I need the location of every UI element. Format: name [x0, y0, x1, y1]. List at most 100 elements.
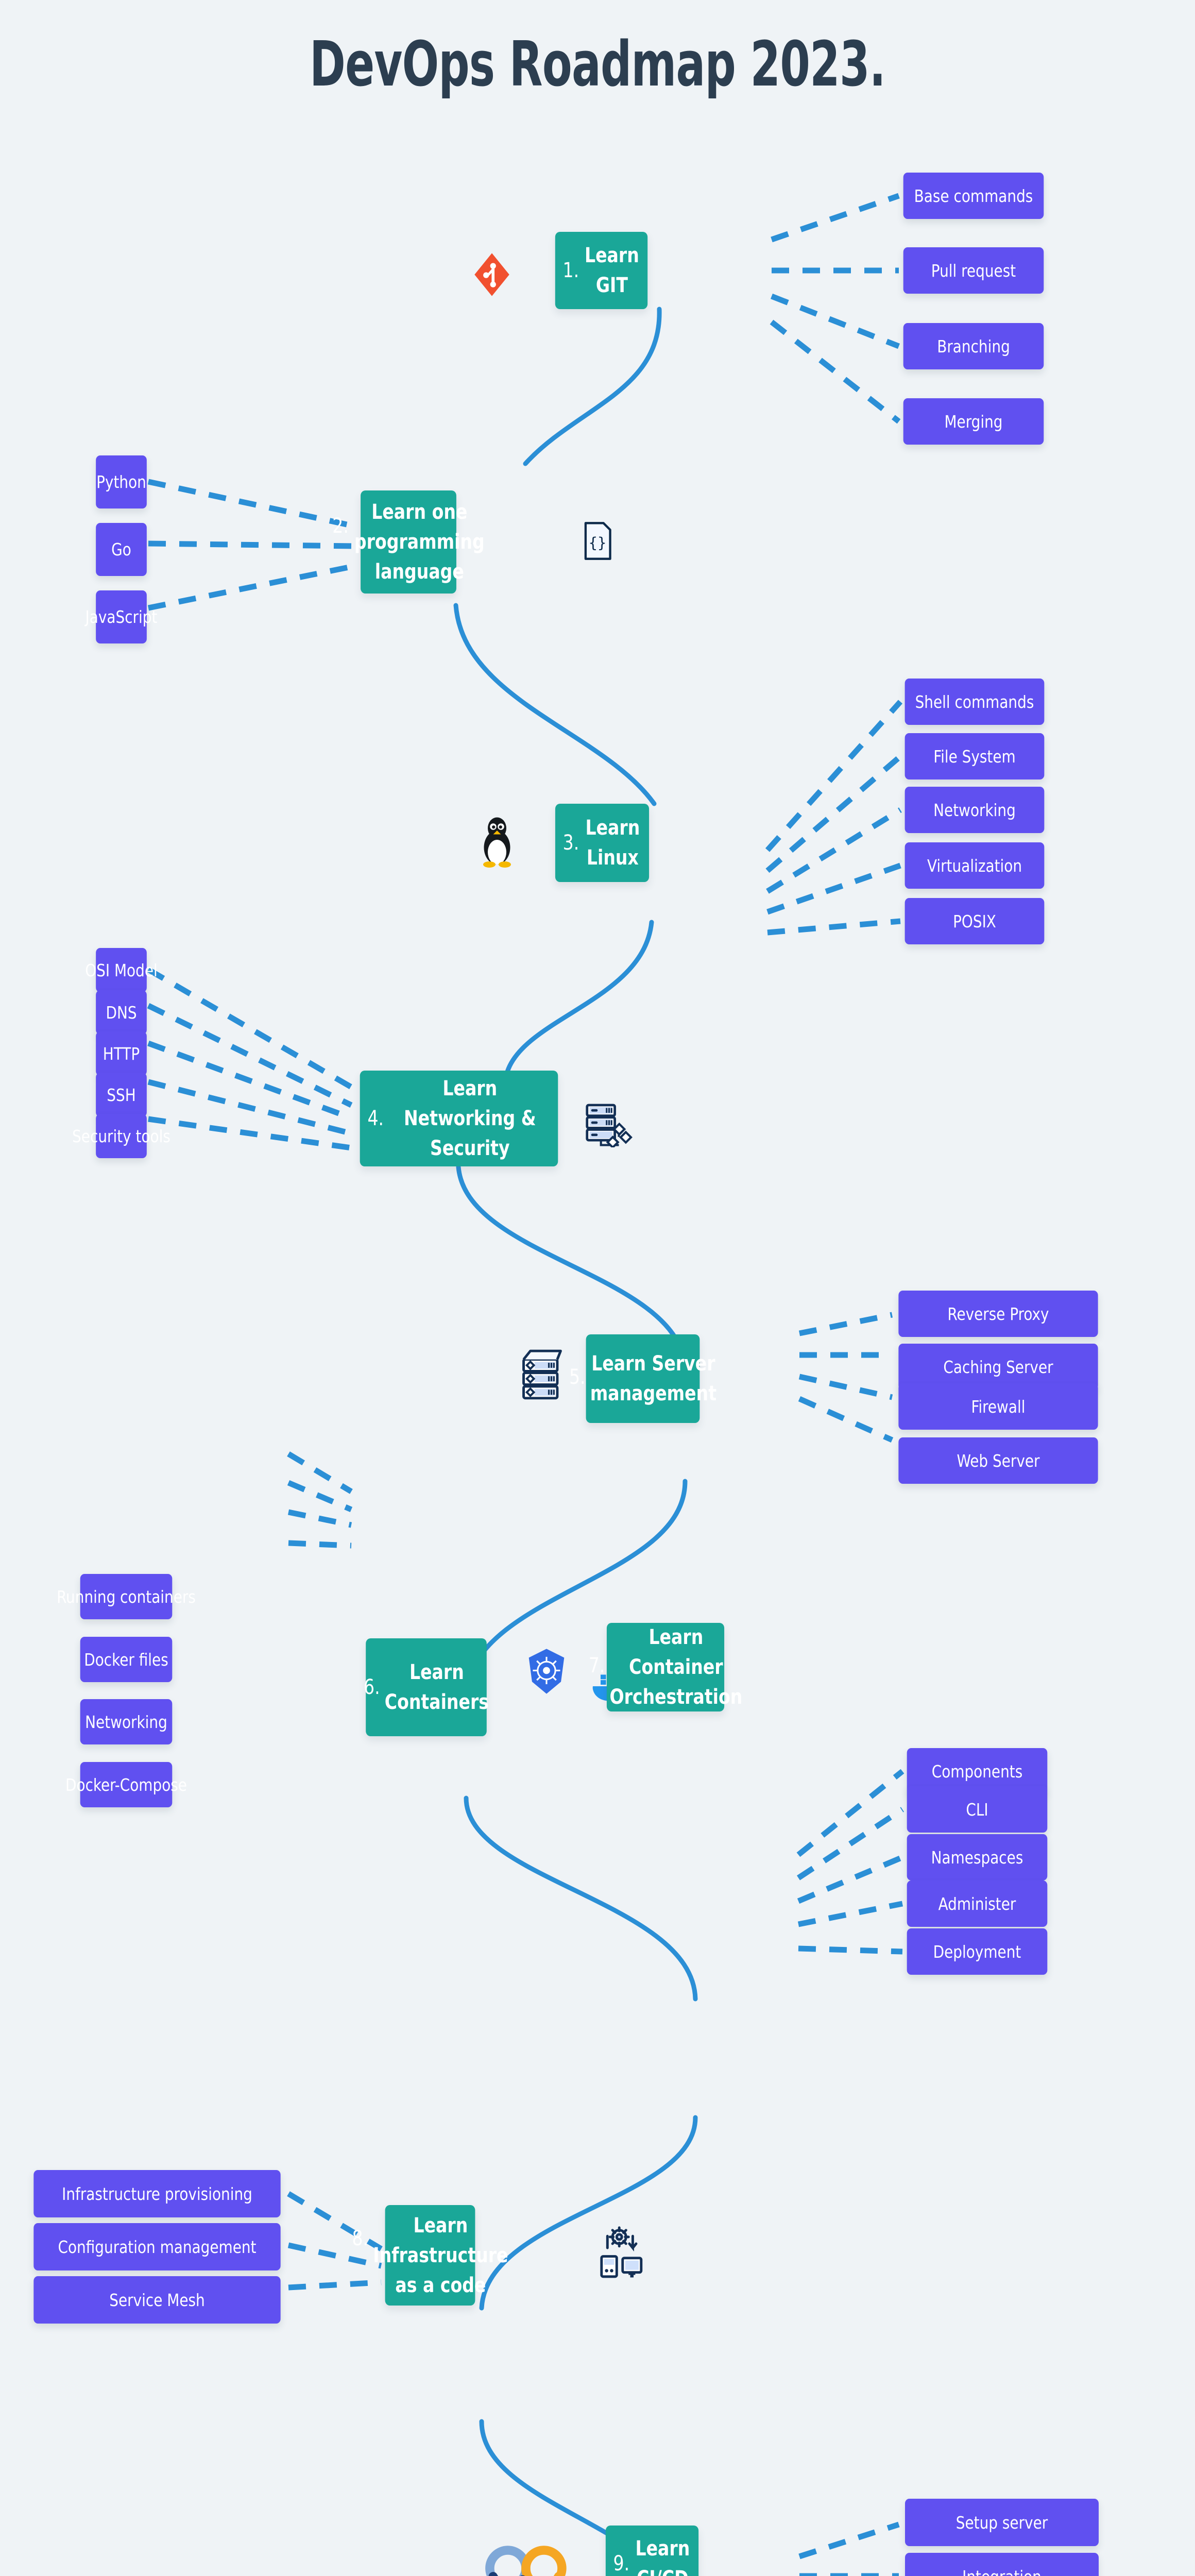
page-title: DevOps Roadmap 2023. — [310, 29, 886, 100]
leaf-label: Running containers — [57, 1586, 196, 1607]
leaf-label: Service Mesh — [109, 2290, 205, 2310]
leaf-chip[interactable]: Virtualization — [904, 842, 1045, 889]
leaf-chip[interactable]: Configuration management — [33, 2223, 281, 2270]
step-node-3[interactable]: 3. Learn Linux — [555, 804, 650, 882]
leaf-label: Base commands — [914, 185, 1033, 206]
leaf-chip[interactable]: Docker files — [80, 1637, 173, 1682]
leaf-chip[interactable]: Caching Server — [898, 1344, 1098, 1390]
leaf-label: POSIX — [953, 911, 996, 931]
leaf-label: DNS — [106, 1002, 137, 1023]
leaf-chip[interactable]: Integration — [905, 2553, 1099, 2576]
leaf-label: Virtualization — [927, 855, 1022, 876]
leaf-chip[interactable]: HTTP — [96, 1031, 147, 1076]
leaf-chip[interactable]: CLI — [907, 1786, 1048, 1833]
leaf-chip[interactable]: Security tools — [72, 1114, 170, 1158]
infrastructure-gear-icon — [596, 2226, 645, 2280]
leaf-label: Python — [96, 472, 146, 492]
leaf-label: Docker-Compose — [65, 1774, 187, 1795]
step-label: Learn one programming language — [354, 500, 485, 584]
leaf-label: Infrastructure provisioning — [62, 2183, 252, 2204]
leaf-label: Reverse Proxy — [947, 1303, 1049, 1324]
leaf-label: Shell commands — [915, 691, 1034, 712]
leaf-chip[interactable]: Shell commands — [904, 679, 1045, 725]
leaf-chip[interactable]: File System — [904, 733, 1045, 779]
leaf-chip[interactable]: Merging — [903, 398, 1044, 445]
leaf-label: Pull request — [931, 260, 1016, 281]
step-node-7[interactable]: 7. Learn Container Orchestration — [589, 1623, 742, 1711]
step-node-6[interactable]: 6. Learn Containers — [364, 1638, 489, 1736]
step-label: Learn Container Orchestration — [609, 1625, 743, 1709]
leaf-label: File System — [933, 746, 1016, 767]
leaf-chip[interactable]: Web Server — [898, 1437, 1098, 1484]
leaf-label: CLI — [966, 1799, 988, 1820]
leaf-chip[interactable]: Administer — [907, 1880, 1048, 1927]
leaf-label: Docker files — [84, 1649, 168, 1670]
step-number: 9. — [613, 2552, 630, 2575]
step-label: Learn Networking & Security — [403, 1077, 536, 1160]
leaf-label: JavaScript — [85, 607, 158, 627]
step-label: Learn CI/CD — [635, 2537, 690, 2576]
leaf-chip[interactable]: Branching — [903, 323, 1044, 369]
step-node-2[interactable]: 2. Learn one programming language — [332, 490, 485, 594]
leaf-label: Components — [931, 1761, 1023, 1782]
leaf-chip[interactable]: OSI Model — [85, 948, 158, 992]
step-label: Learn Infrastructure as a code — [373, 2213, 508, 2297]
leaf-label: Merging — [944, 411, 1003, 432]
step-number: 8. — [352, 2227, 369, 2250]
step-number: 4. — [367, 1107, 384, 1130]
leaf-chip[interactable]: POSIX — [904, 898, 1045, 944]
leaf-chip[interactable]: Networking — [80, 1699, 173, 1744]
leaf-label: Networking — [85, 1711, 167, 1732]
step-node-4[interactable]: 4. Learn Networking & Security — [360, 1071, 558, 1166]
step-node-5[interactable]: 5. Learn Server management — [569, 1334, 716, 1423]
leaf-chip[interactable]: Go — [96, 523, 147, 576]
step-node-1[interactable]: 1. Learn GIT — [555, 232, 648, 309]
leaf-chip[interactable]: Running containers — [57, 1574, 196, 1619]
leaf-chip[interactable]: Networking — [904, 787, 1045, 833]
leaf-label: OSI Model — [85, 960, 158, 980]
leaf-chip[interactable]: Deployment — [907, 1928, 1048, 1975]
step-label: Learn Containers — [384, 1660, 489, 1714]
leaf-label: Configuration management — [58, 2236, 257, 2257]
step-number: 6. — [364, 1675, 380, 1699]
leaf-label: Setup server — [955, 2512, 1048, 2533]
leaf-label: Security tools — [72, 1126, 170, 1146]
leaf-label: Networking — [933, 800, 1016, 820]
leaf-label: Namespaces — [931, 1847, 1023, 1868]
leaf-chip[interactable]: Docker-Compose — [65, 1762, 187, 1807]
step-number: 7. — [588, 1654, 605, 1677]
leaf-chip[interactable]: Service Mesh — [33, 2276, 281, 2324]
code-braces-file-icon: {} — [582, 520, 613, 562]
leaf-chip[interactable]: Pull request — [903, 247, 1044, 294]
leaf-label: SSH — [107, 1084, 136, 1105]
step-number: 2. — [332, 514, 349, 538]
linux-penguin-icon — [476, 814, 518, 868]
leaf-chip[interactable]: Infrastructure provisioning — [33, 2170, 281, 2217]
leaf-chip[interactable]: Firewall — [898, 1383, 1098, 1430]
devops-infinity-icon — [482, 2540, 572, 2576]
step-node-9[interactable]: 9. Learn CI/CD — [605, 2526, 699, 2576]
leaf-chip[interactable]: Setup server — [905, 2499, 1099, 2546]
leaf-chip[interactable]: Base commands — [903, 173, 1044, 219]
leaf-label: Firewall — [971, 1396, 1026, 1417]
leaf-label: Integration — [962, 2567, 1042, 2576]
leaf-chip[interactable]: JavaScript — [86, 590, 157, 643]
step-number: 1. — [562, 259, 579, 282]
leaf-chip[interactable]: Python — [96, 455, 147, 509]
leaf-chip[interactable]: Reverse Proxy — [898, 1291, 1098, 1337]
leaf-label: Go — [111, 539, 131, 560]
leaf-chip[interactable]: SSH — [96, 1073, 147, 1117]
server-rack-icon — [520, 1347, 564, 1401]
step-label: Learn Server management — [590, 1352, 717, 1405]
step-node-8[interactable]: 8. Learn Infrastructure as a code — [352, 2205, 508, 2306]
step-label: Learn Linux — [585, 816, 640, 870]
leaf-label: Administer — [938, 1893, 1016, 1914]
leaf-chip[interactable]: DNS — [96, 990, 147, 1035]
leaf-label: Branching — [937, 336, 1010, 357]
leaf-label: Web Server — [957, 1450, 1040, 1471]
kubernetes-helm-icon — [526, 1649, 567, 1694]
leaf-label: Caching Server — [943, 1357, 1053, 1377]
leaf-chip[interactable]: Namespaces — [907, 1834, 1048, 1880]
leaf-label: Deployment — [933, 1941, 1021, 1962]
